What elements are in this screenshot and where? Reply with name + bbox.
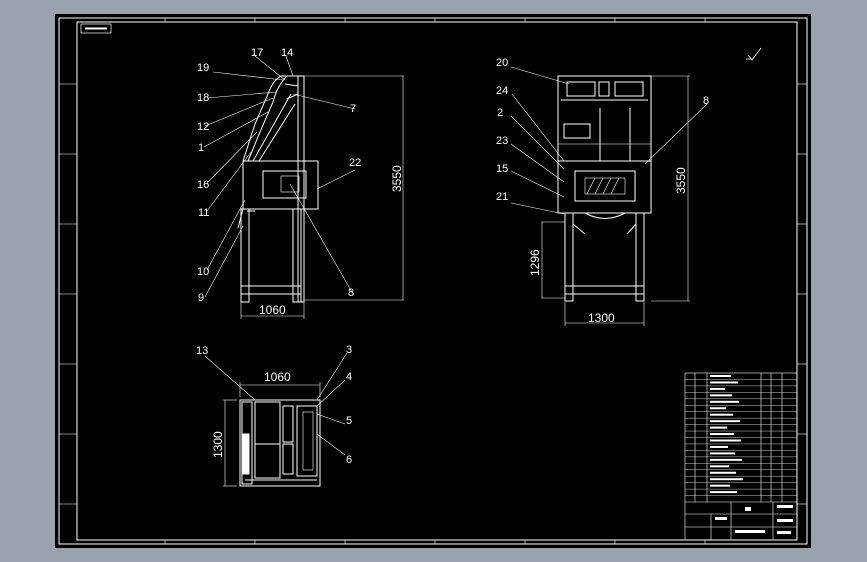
top-leaders xyxy=(204,352,348,456)
side-height-dim: 3550 xyxy=(390,165,404,192)
title-block-marks xyxy=(715,505,793,534)
callout-19: 19 xyxy=(197,62,209,74)
callout-4: 4 xyxy=(346,371,352,383)
callout-5: 5 xyxy=(346,415,352,427)
callout-8-side: 8 xyxy=(348,287,354,299)
parts-list-row-text-mark xyxy=(710,394,732,397)
callout-14: 14 xyxy=(281,47,293,59)
side-view xyxy=(237,75,404,319)
callout-6: 6 xyxy=(346,454,352,466)
title-block xyxy=(684,372,798,541)
callout-12: 12 xyxy=(197,121,209,133)
parts-list-row-text-mark xyxy=(710,491,737,494)
parts-list-row-text-mark xyxy=(710,458,742,461)
parts-list-row-text-mark xyxy=(710,445,728,448)
parts-list-row-text-mark xyxy=(710,400,739,403)
parts-list-row-text-mark xyxy=(710,413,733,416)
callout-11: 11 xyxy=(198,207,209,219)
parts-list-row-text-mark xyxy=(710,439,741,442)
callout-17: 17 xyxy=(251,47,263,59)
front-height-dim: 3550 xyxy=(674,167,688,194)
callout-20: 20 xyxy=(496,57,508,69)
front-width-dim: 1300 xyxy=(588,311,615,325)
side-width-dim: 1060 xyxy=(259,303,286,317)
zone-ticks xyxy=(59,18,807,544)
front-view xyxy=(541,75,690,326)
parts-list-row-text-mark xyxy=(710,433,734,436)
callout-3: 3 xyxy=(346,344,352,356)
callout-15: 15 xyxy=(496,163,508,175)
callout-2: 2 xyxy=(497,107,503,119)
callout-8-front: 8 xyxy=(703,95,709,107)
parts-list-row-text-mark xyxy=(710,420,740,423)
front-lower-dim: 1296 xyxy=(528,249,542,276)
callout-22: 22 xyxy=(349,157,361,169)
parts-list-row-text-mark xyxy=(710,471,736,474)
top-width-dim: 1060 xyxy=(264,370,291,384)
roughness-symbol xyxy=(746,47,762,61)
parts-list-row-text-mark xyxy=(710,484,730,487)
top-view xyxy=(223,382,321,487)
corner-stamp xyxy=(80,23,112,34)
callout-13: 13 xyxy=(196,345,208,357)
top-height-dim: 1300 xyxy=(211,431,225,458)
callout-21: 21 xyxy=(496,191,508,203)
callout-24: 24 xyxy=(496,85,508,97)
callout-10: 10 xyxy=(197,266,209,278)
callout-18: 18 xyxy=(197,92,209,104)
cad-drawing: 19 18 12 1 16 11 10 9 17 14 7 22 8 1060 … xyxy=(58,17,808,545)
inner-frame xyxy=(76,21,798,541)
callout-1: 1 xyxy=(198,142,204,154)
side-leaders xyxy=(203,55,356,298)
drawing-sheet: 19 18 12 1 16 11 10 9 17 14 7 22 8 1060 … xyxy=(55,14,811,548)
parts-list-row-text-mark xyxy=(710,375,731,377)
parts-list-row-text-mark xyxy=(710,478,743,481)
parts-list-row-text-mark xyxy=(710,452,735,455)
callout-7: 7 xyxy=(350,103,356,115)
front-leaders xyxy=(510,66,708,215)
callout-16: 16 xyxy=(197,179,209,191)
outer-frame xyxy=(58,17,808,545)
callout-23: 23 xyxy=(496,135,508,147)
parts-list-row-text-mark xyxy=(710,465,729,468)
parts-list-row-text-mark xyxy=(710,407,726,410)
parts-list-rows xyxy=(685,375,797,496)
parts-list-row-text-mark xyxy=(710,381,738,384)
parts-list-row-text-mark xyxy=(710,426,727,429)
callout-9: 9 xyxy=(198,292,204,304)
parts-list-row-text-mark xyxy=(710,387,725,390)
